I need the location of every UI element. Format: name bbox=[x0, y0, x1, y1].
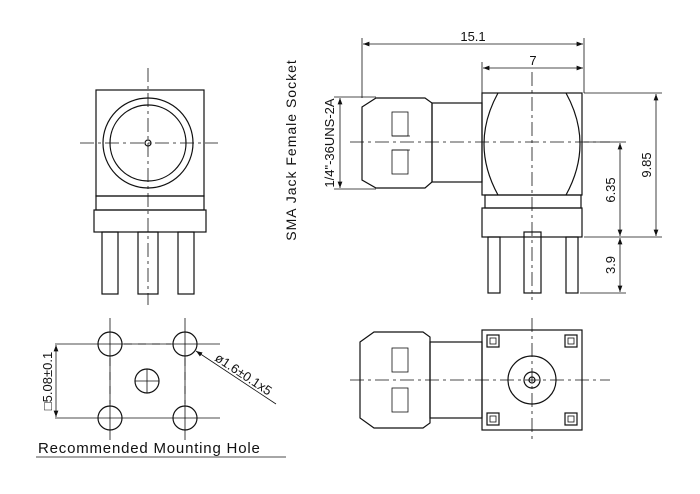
thread-label: 1/4"-36UNS-2A bbox=[322, 98, 337, 187]
dim-center-height: 6.35 bbox=[603, 177, 618, 202]
dim-body-width: 7 bbox=[529, 53, 536, 68]
dim-hole-diameter: ø1.6±0.1x5 bbox=[212, 350, 274, 398]
front-view bbox=[80, 68, 218, 305]
bottom-view bbox=[350, 318, 610, 442]
mounting-caption: Recommended Mounting Hole bbox=[38, 440, 261, 457]
dimensions: 15.1 7 9.85 6.35 3.9 1/4"-36UNS-2A SMA J… bbox=[283, 29, 662, 294]
dim-hole-spacing: □5.08±0.1 bbox=[40, 352, 55, 410]
drawing-title: SMA Jack Female Socket bbox=[283, 59, 299, 241]
dim-overall-length: 15.1 bbox=[460, 29, 485, 44]
side-view bbox=[350, 72, 610, 300]
dim-total-height: 9.85 bbox=[639, 152, 654, 177]
dim-pin-length: 3.9 bbox=[603, 256, 618, 274]
mounting-hole-pattern: □5.08±0.1 ø1.6±0.1x5 Recommended Mountin… bbox=[36, 318, 286, 458]
